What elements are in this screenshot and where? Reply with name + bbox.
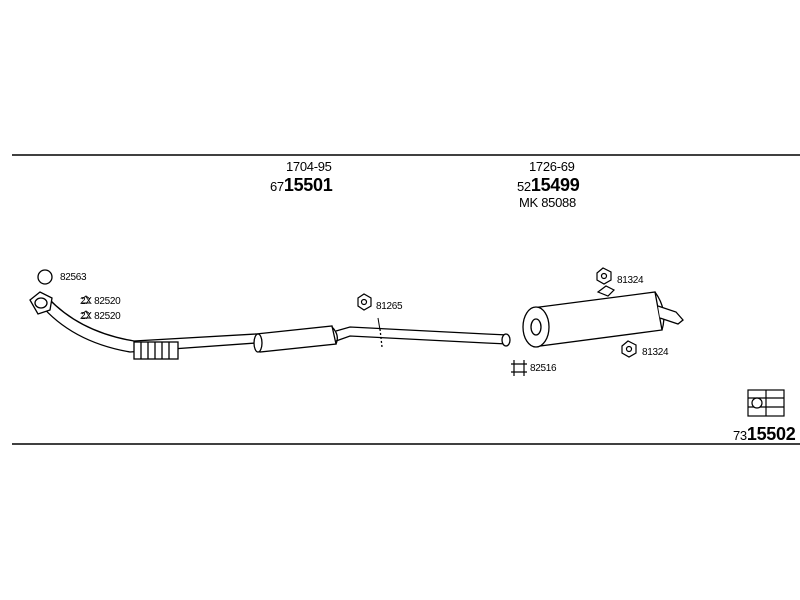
part-prefix: 67 <box>270 179 284 194</box>
assembly-part-number: 15502 <box>746 424 796 444</box>
qty: 2X <box>80 311 92 322</box>
bolt-icon <box>81 295 91 304</box>
rubber-hanger-icon <box>357 293 372 311</box>
leader-81265 <box>377 317 381 331</box>
flange-icon <box>29 291 53 315</box>
part-code-82563[interactable]: 82563 <box>60 272 87 283</box>
clamp-icon <box>511 360 527 376</box>
part-code-81324-b[interactable]: 81324 <box>642 347 669 358</box>
mk-label: MK <box>519 195 538 210</box>
ring-gasket-icon <box>37 269 53 285</box>
engine-table-icon <box>747 389 785 417</box>
nut-icon <box>81 310 91 319</box>
front-pipe-part-number[interactable]: 6715501 <box>270 175 333 195</box>
rear-hanger-bracket <box>596 285 616 297</box>
part-code-82516[interactable]: 82516 <box>530 363 557 374</box>
qty: 2X <box>80 296 92 307</box>
code: 82520 <box>94 296 121 307</box>
part-code-81265[interactable]: 81265 <box>376 301 403 312</box>
assembly-number[interactable]: 7315502 <box>733 424 796 444</box>
rear-silencer[interactable] <box>522 291 684 348</box>
flex-joint <box>133 341 179 360</box>
code: 82520 <box>94 311 121 322</box>
part-number: 15501 <box>283 175 333 195</box>
middle-silencer[interactable] <box>253 325 338 353</box>
part-code-82520-a[interactable]: 2X 82520 <box>80 296 121 307</box>
intermediate-pipe[interactable] <box>335 326 511 348</box>
front-pipe-ref: 1704-95 <box>286 159 332 174</box>
assembly-prefix: 73 <box>733 428 747 443</box>
mk-number[interactable]: MK 85088 <box>519 196 576 209</box>
rear-silencer-part-number[interactable]: 5215499 <box>517 175 580 195</box>
rubber-mount-icon-2 <box>621 340 637 358</box>
mk-value: 85088 <box>541 195 576 210</box>
part-prefix: 52 <box>517 179 531 194</box>
part-code-81324-a[interactable]: 81324 <box>617 275 644 286</box>
rear-silencer-ref: 1726-69 <box>529 159 575 174</box>
part-number: 15499 <box>530 175 580 195</box>
part-code-82520-b[interactable]: 2X 82520 <box>80 311 121 322</box>
rubber-mount-icon <box>596 267 612 285</box>
front-pipe[interactable] <box>29 291 257 360</box>
